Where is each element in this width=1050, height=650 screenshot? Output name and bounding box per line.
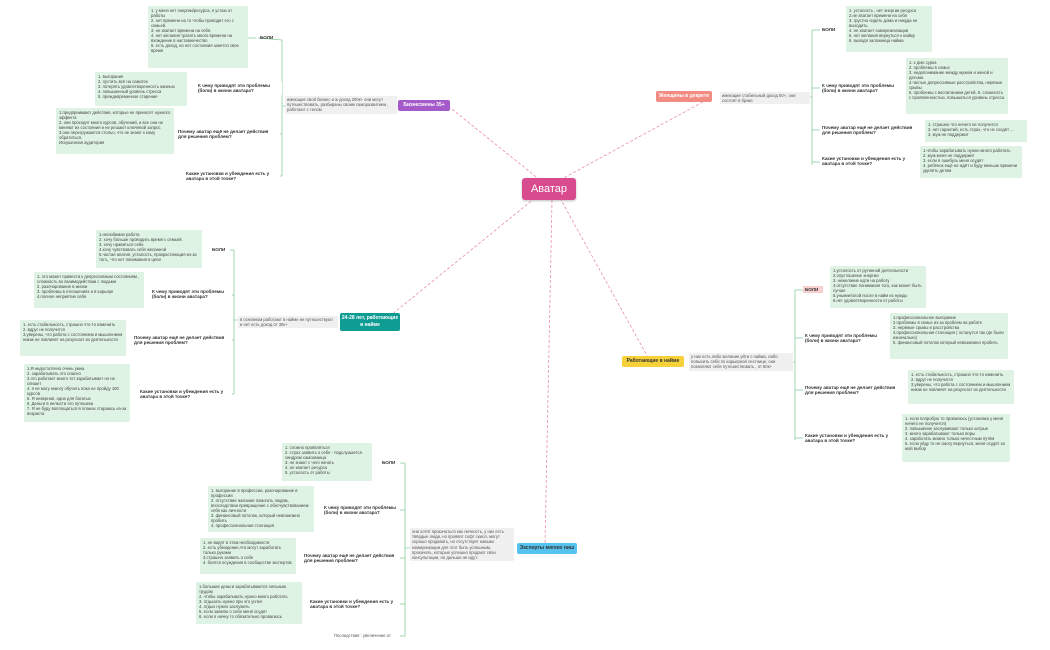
young-q1[interactable]: К чему приводят эти проблемы (боли) в жи… (150, 288, 232, 301)
link-root-biz (447, 105, 541, 181)
women-q1[interactable]: К чему приводят эти проблемы (боли) в жи… (820, 82, 908, 95)
link-experts-spine (404, 463, 410, 636)
biz-a2: 1.предприимают действия, которые не прин… (56, 108, 174, 154)
women-a1: 1. к дню сурка 2. проблемы в семье 3. не… (906, 58, 1008, 114)
link-root-experts (544, 199, 553, 546)
biz-pain-text: 1. у меня нет энергии/ресурса, я устаю о… (148, 6, 248, 68)
workers-q2[interactable]: Почему аватар ещё не делает действия для… (803, 384, 903, 397)
branch-young[interactable]: 24-28 лет, работающие в найме (340, 313, 400, 331)
workers-pain-label[interactable]: БОЛИ (803, 286, 823, 293)
women-pain-label[interactable]: БОЛИ (822, 27, 836, 32)
root-node[interactable]: Аватар (522, 178, 576, 200)
women-q3[interactable]: Какие установки и убеждения есть у авата… (820, 155, 916, 168)
women-pain-text: 1. усталость , нет энергии ресурса 2.не … (846, 6, 932, 52)
link-root-workers (559, 197, 651, 362)
link-root-women (559, 96, 713, 181)
young-description: в основном работают в найме не путешеств… (238, 316, 338, 329)
branch-women[interactable]: Женщины в декрете (656, 91, 712, 102)
workers-description: у них есть либо желание уйти с найма, ли… (689, 353, 793, 371)
experts-a3: 1.большие деньги зарабатываются сильным … (196, 582, 302, 624)
experts-description: они хотят прокачаться как личность, у ни… (410, 528, 514, 562)
women-description: имеющие стабильный доход 50+, они состоя… (720, 92, 810, 105)
experts-footnote: Последствия : увеличение от (334, 633, 391, 638)
biz-description: имеющие свой бизнес и ж доход 200к+ они … (285, 96, 397, 114)
experts-pain-label[interactable]: БОЛИ (382, 460, 396, 465)
experts-q1[interactable]: К чему приводят эти проблемы (боли) в жи… (322, 504, 400, 517)
young-pain-text: 1.нелюбимая работа 2. хочу больше провод… (96, 230, 202, 268)
experts-q2[interactable]: Почему аватар ещё не делает действия для… (302, 552, 400, 565)
workers-a1: 1.профессиональное выгорание 2.проблемы … (890, 313, 1008, 359)
workers-q1[interactable]: К чему приводят эти проблемы (боли) в жи… (803, 332, 889, 345)
branch-experts[interactable]: Эксперты мягких ниш (517, 543, 577, 554)
experts-a2: 1. не видят в этом необходимости 2. есть… (200, 538, 296, 574)
young-a3: 1.Я недостаточно очень умна 2. зарабатыв… (24, 364, 130, 422)
women-a3: 1.чтобы зарабатывать нужно много работат… (920, 146, 1022, 178)
biz-q1[interactable]: К чему приводят эти проблемы (боли) в жи… (196, 82, 282, 95)
workers-a3: 1. если попробую то провалюсь (установка… (902, 414, 1010, 462)
link-biz-pain (257, 37, 283, 41)
young-a2: 1. есть стабильность, страшно что-то изм… (20, 320, 126, 356)
biz-a1: 1. выгорание 2. пустить всё на самотек 3… (95, 72, 187, 106)
link-root-young (384, 197, 536, 321)
young-a1: 1. это может привести к депрессивным сос… (34, 272, 144, 308)
women-a2: 1. страшно что ничего не получится 2. не… (925, 120, 1027, 142)
biz-q2[interactable]: Почему аватар ещё не делает действия для… (176, 128, 280, 141)
biz-pain-label[interactable]: БОЛИ (260, 35, 274, 40)
branch-workers[interactable]: Работающие в найме (622, 356, 684, 367)
young-pain-label[interactable]: БОЛИ (212, 247, 226, 252)
biz-q3[interactable]: Какие установки и убеждения есть у авата… (184, 170, 280, 183)
women-q2[interactable]: Почему аватар ещё не делает действия для… (820, 124, 920, 137)
workers-a2: 1. есть стабильность, страшно что-то изм… (908, 370, 1014, 404)
experts-a1: 1. выгорание в профессии, разочарование … (208, 486, 314, 532)
experts-q3[interactable]: Какие установки и убеждения есть у авата… (308, 598, 400, 611)
experts-pain-text: 1. сложно проявляться 2. страх заявить о… (282, 443, 372, 481)
workers-pain-text: 1.усталость от рутинной деятельности 2.о… (830, 266, 926, 308)
young-q3[interactable]: Какие установки и убеждения есть у авата… (138, 388, 232, 401)
young-q2[interactable]: Почему аватар ещё не делает действия для… (132, 334, 232, 347)
workers-q3[interactable]: Какие установки и убеждения есть у авата… (803, 432, 899, 445)
branch-biz[interactable]: Бизнесмены 35+ (398, 100, 450, 111)
